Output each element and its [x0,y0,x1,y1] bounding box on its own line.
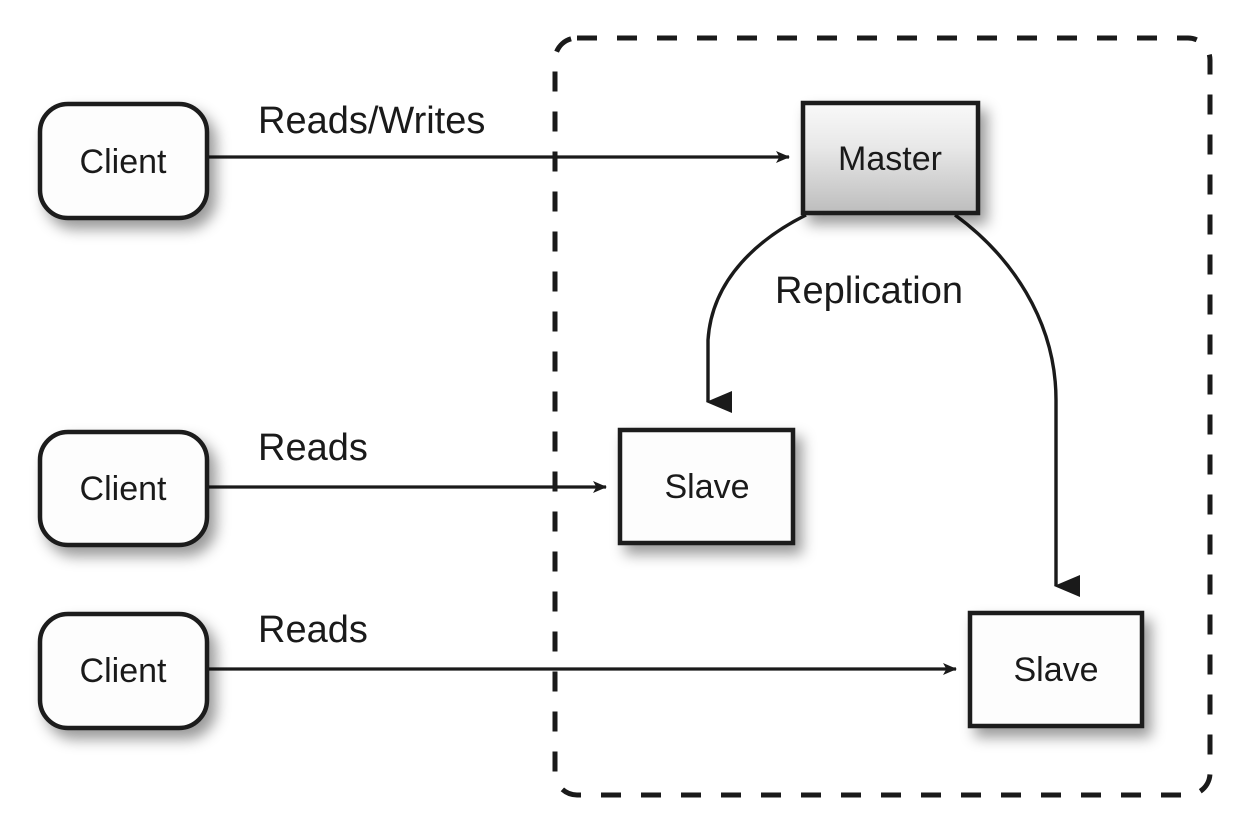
slave-2-box[interactable] [967,610,1145,729]
master-box[interactable] [800,100,981,216]
node-slave-2[interactable]: Slave [967,610,1145,729]
edge-label-reads-slave1: Reads [258,427,368,469]
client-3-label: Client [80,652,167,690]
master-label: Master [838,140,942,178]
client-2-box[interactable] [37,429,210,548]
database-cluster-boundary [552,35,1213,798]
client-3-box[interactable] [37,611,210,731]
node-client-3[interactable]: Client [37,611,210,731]
slave-1-box[interactable] [617,427,796,546]
edge-label-replication: Replication [775,270,963,312]
edge-label-reads-slave2: Reads [258,609,368,651]
edge-master-to-slave2 [953,213,1080,597]
node-master[interactable]: Master [800,100,981,216]
node-client-1[interactable]: Client [37,101,210,221]
client-1-box[interactable] [37,101,210,221]
edge-label-reads-writes: Reads/Writes [258,100,485,142]
slave-2-label: Slave [1013,651,1098,689]
node-client-2[interactable]: Client [37,429,210,548]
node-slave-1[interactable]: Slave [617,427,796,546]
client-2-label: Client [80,470,167,508]
edge-master-to-slave1 [706,213,807,413]
slave-1-label: Slave [664,468,749,506]
client-1-label: Client [80,143,167,181]
